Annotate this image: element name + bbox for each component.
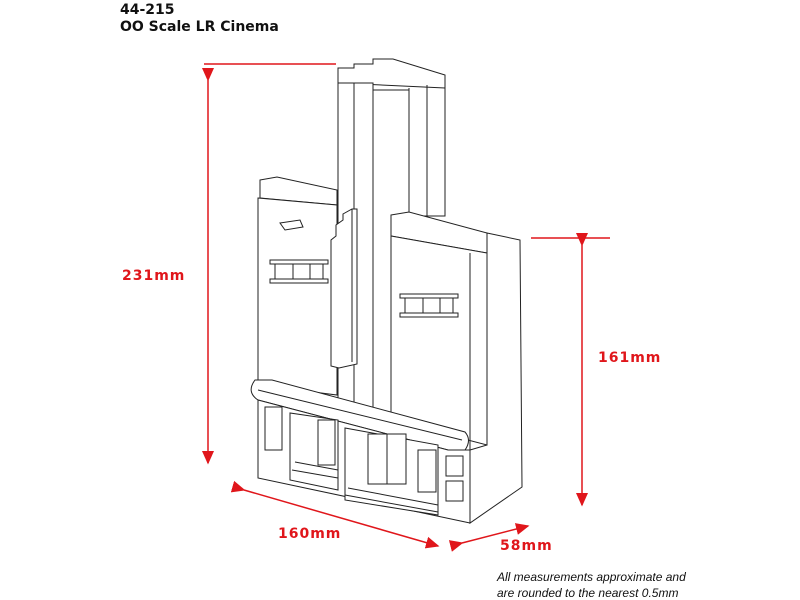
right-panel-upper bbox=[445, 455, 464, 477]
right-wall bbox=[390, 235, 488, 446]
left-emblem bbox=[279, 219, 304, 231]
side-door bbox=[317, 419, 336, 466]
depth-arrow bbox=[448, 523, 530, 552]
note-line-2: are rounded to the nearest 0.5mm bbox=[497, 586, 679, 600]
building-outline bbox=[250, 58, 523, 524]
width-arrow bbox=[230, 480, 440, 549]
dimension-lines bbox=[202, 63, 610, 552]
product-code: 44-215 bbox=[120, 2, 175, 18]
right-height-label: 161mm bbox=[598, 350, 662, 366]
left-ledge bbox=[259, 176, 338, 206]
right-panel-lower bbox=[445, 480, 464, 502]
left-panel bbox=[264, 406, 283, 451]
width-label: 160mm bbox=[278, 526, 342, 542]
left-wall bbox=[257, 197, 338, 396]
cinema-sign bbox=[330, 208, 358, 369]
depth-label: 58mm bbox=[500, 538, 553, 554]
height-label: 231mm bbox=[122, 268, 186, 284]
note-line-1: All measurements approximate and bbox=[497, 570, 686, 584]
product-name: OO Scale LR Cinema bbox=[120, 19, 279, 35]
